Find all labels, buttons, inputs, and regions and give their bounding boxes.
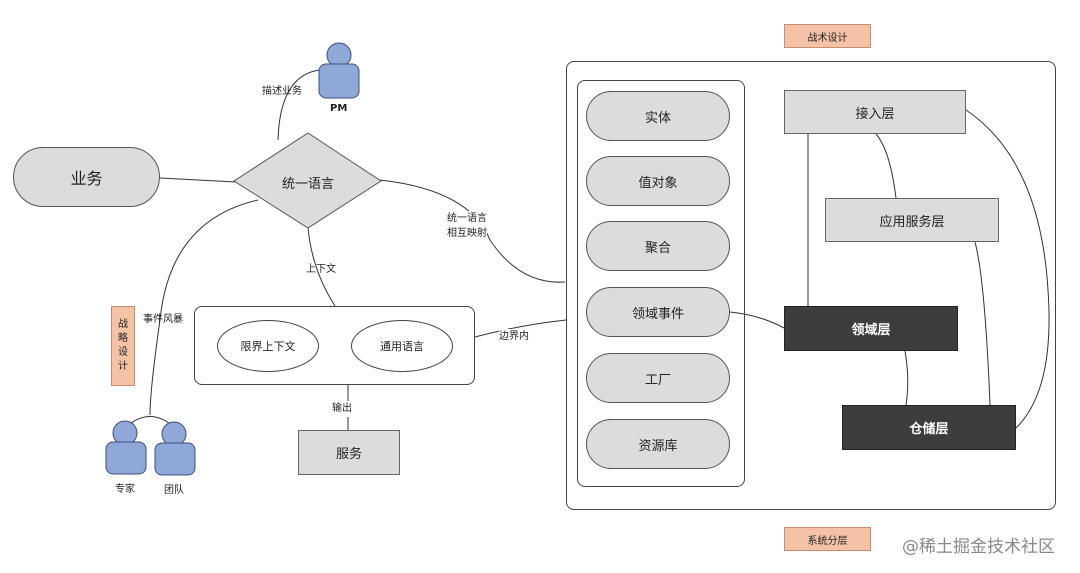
edge-app-domain [974,241,991,406]
tactical-item-value-object[interactable]: 值对象 [586,156,730,206]
mapping-label-line2: 相互映射 [447,226,487,242]
tactical-item-repository[interactable]: 资源库 [586,419,730,469]
application-layer[interactable]: 应用服务层 [825,198,999,242]
business-node[interactable]: 业务 [13,147,160,207]
bounded-context-frame [194,306,475,385]
tactical-item-domain-event[interactable]: 领域事件 [586,287,730,337]
tactical-item-aggregate[interactable]: 聚合 [586,221,730,271]
event-storming-label: 事件风暴 [143,314,183,325]
strategic-char-3: 设 [118,347,128,358]
team-name: 团队 [164,485,184,496]
strategic-design-tag: 战 略 设 计 [111,306,135,386]
tactical-item-entity[interactable]: 实体 [586,91,730,141]
expert-person-icon [105,420,147,475]
system-layers-tag: 系统分层 [784,527,871,551]
edge-business-language [159,177,237,183]
strategic-char-4: 计 [118,361,128,372]
edge-language-experts [149,199,259,416]
expert-name: 专家 [115,484,135,495]
edge-access-repo [965,109,1050,429]
edge-event-domain [729,311,785,329]
repository-layer[interactable]: 仓储层 [842,405,1016,450]
mapping-label-line1: 统一语言 [447,211,487,227]
service-node[interactable]: 服务 [298,430,400,475]
tactical-design-tag: 战术设计 [784,24,871,48]
pm-person-icon [318,42,360,99]
describe-business-label: 描述业务 [262,86,302,97]
person-icons [105,42,360,476]
watermark: @稀土掘金技术社区 [902,537,1055,557]
context-label: 上下文 [306,264,336,275]
access-layer[interactable]: 接入层 [784,90,966,134]
edge-domain-repo [904,350,909,406]
output-label: 输出 [332,401,352,417]
strategic-char-2: 略 [118,333,128,344]
strategic-char-1: 战 [118,319,128,330]
edge-access-app [875,133,897,199]
within-boundary-label: 边界内 [499,329,529,345]
team-person-icon [154,421,196,476]
ubiquitous-language-label[interactable]: 统一语言 [281,176,334,192]
bounded-context-ellipse[interactable]: 限界上下文 [217,320,319,372]
edge-language-tactical [379,179,566,283]
edge-pm-language [277,69,321,141]
ubiquitous-language-diamond [233,132,382,229]
pm-name: PM [330,103,348,114]
edge-language-context [307,227,336,307]
tactical-item-factory[interactable]: 工厂 [586,353,730,403]
tactical-outer-frame [566,61,1056,510]
common-language-ellipse[interactable]: 通用语言 [351,320,453,372]
edge-context-tactical [474,319,567,338]
tactical-elements-frame [577,80,745,487]
domain-layer[interactable]: 领域层 [784,306,958,351]
